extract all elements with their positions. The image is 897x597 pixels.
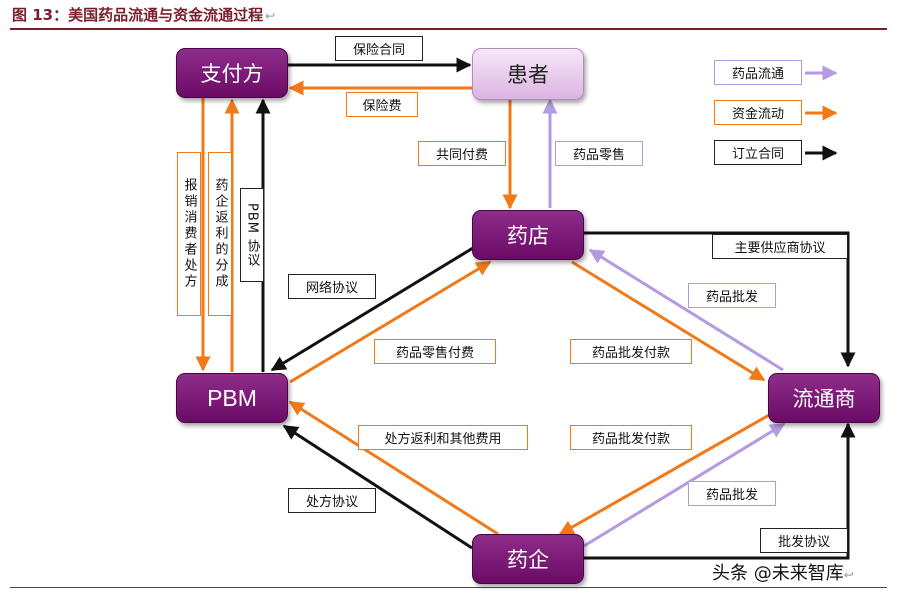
arrow-rebate-fees [288, 400, 499, 536]
figure-title: 图 13：美国药品流通与资金流通过程 [12, 6, 264, 24]
arrow-wholesale-payment-top [571, 260, 766, 382]
label-wholesale-top: 药品批发 [688, 283, 776, 308]
label-reimbursement: 报销消费者处方 [177, 152, 201, 316]
label-wholesale-payment-top: 药品批发付款 [570, 339, 692, 364]
watermark: 头条 @未来智库↩ [712, 559, 854, 585]
label-premium: 保险费 [346, 92, 418, 117]
label-primary-supplier-agreement: 主要供应商协议 [712, 234, 848, 259]
arrow-network-agreement [270, 246, 474, 372]
arrow-wholesale-top [588, 248, 784, 372]
arrow-wholesale-agreement [584, 422, 856, 560]
label-wholesale-bottom: 药品批发 [688, 481, 776, 506]
legend-drug-flow: 药品流通 [714, 60, 802, 85]
node-pharma: 药企 [472, 534, 584, 584]
node-distributor: 流通商 [768, 373, 880, 423]
label-wholesale-payment-bottom: 药品批发付款 [570, 425, 692, 450]
label-network-agreement: 网络协议 [288, 274, 376, 299]
arrow-prescription-agreement [282, 424, 473, 550]
label-retail-payment: 药品零售付费 [374, 339, 496, 364]
node-payer: 支付方 [176, 48, 288, 98]
label-rebate-other-fees: 处方返利和其他费用 [358, 425, 528, 450]
node-pbm: PBM [176, 373, 288, 423]
watermark-text: 头条 @未来智库 [712, 563, 844, 584]
arrow-wholesale-payment-bottom [558, 408, 779, 536]
watermark-return-mark: ↩ [843, 568, 854, 582]
node-patient: 患者 [472, 48, 584, 100]
arrow-primary-supplier [584, 231, 856, 368]
label-prescription-agreement: 处方协议 [288, 488, 376, 513]
legend-fund-flow: 资金流动 [714, 100, 802, 125]
node-pharmacy: 药店 [472, 210, 584, 260]
arrow-retail-payment [289, 260, 492, 384]
return-mark: ↩ [265, 9, 276, 23]
legend-drug-flow-label: 药品流通 [731, 67, 784, 82]
label-wholesale-agreement: 批发协议 [760, 528, 848, 553]
label-insurance-contract: 保险合同 [335, 36, 423, 61]
label-drug-retail: 药品零售 [555, 141, 643, 166]
legend-fund-flow-label: 资金流动 [731, 107, 784, 122]
legend-contract: 订立合同 [714, 140, 802, 165]
label-rebate-share: 药企返利的分成 [208, 152, 232, 316]
label-pbm-agreement: PBM 协议 [240, 188, 264, 282]
figure-caption: 图 13：美国药品流通与资金流通过程↩ [12, 4, 275, 25]
arrow-wholesale-bottom [583, 422, 786, 548]
label-copay: 共同付费 [418, 141, 506, 166]
legend-contract-label: 订立合同 [731, 147, 784, 162]
top-rule [10, 28, 887, 30]
bottom-rule [10, 587, 887, 588]
